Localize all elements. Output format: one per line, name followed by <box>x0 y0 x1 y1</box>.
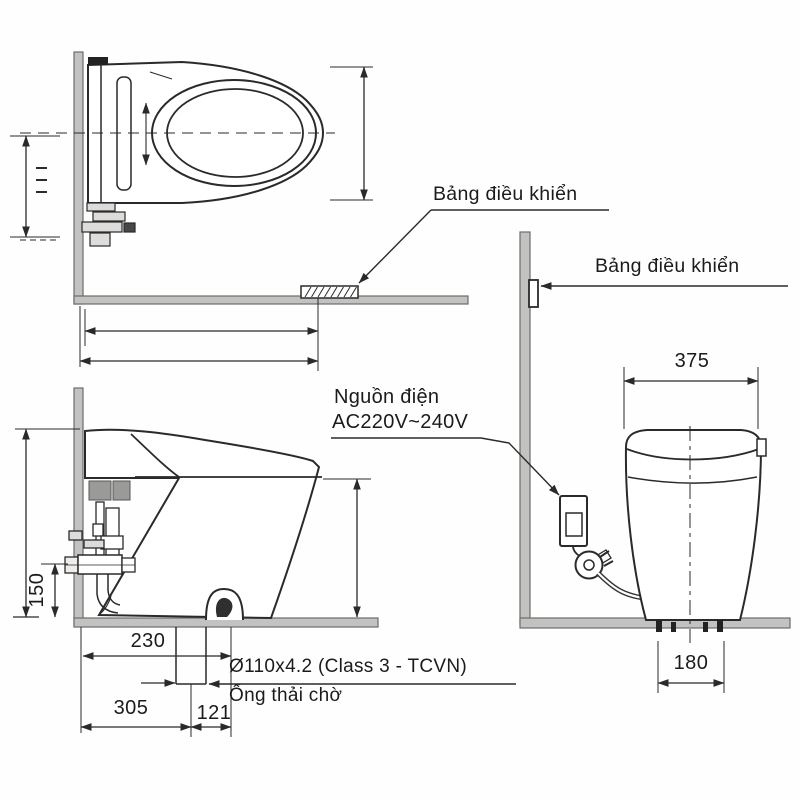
side-supply-plumbing <box>64 501 136 614</box>
front-base-bolts <box>656 620 723 632</box>
plan-view <box>10 51 609 371</box>
power-source-label-line1: Nguồn điện <box>334 386 440 408</box>
plan-label-leader <box>358 209 432 284</box>
front-dim-375 <box>623 367 759 429</box>
plan-back-wall <box>73 295 469 305</box>
side-drain-outlet <box>215 597 233 617</box>
side-toilet-outline <box>84 428 321 620</box>
plan-control-panel <box>300 285 359 299</box>
side-panel-right <box>112 480 131 501</box>
side-lid-front <box>130 433 180 478</box>
power-plug <box>574 549 614 580</box>
front-seam-line <box>627 476 758 484</box>
side-tall-dimension <box>13 428 80 618</box>
dim-305: 305 <box>113 697 149 719</box>
dim-121: 121 <box>196 702 232 724</box>
side-height-dimension <box>323 478 371 618</box>
front-hinge-tab <box>756 438 767 457</box>
side-dim-150 <box>41 563 68 618</box>
dim-230: 230 <box>130 630 166 652</box>
dim-375: 375 <box>674 350 710 372</box>
plan-notch <box>149 71 173 80</box>
plan-wall <box>73 51 84 305</box>
control-panel-label-front: Bảng điều khiển <box>595 255 740 277</box>
front-control-panel <box>528 279 539 308</box>
plan-tank-cap <box>88 57 108 65</box>
side-wall <box>73 387 84 627</box>
front-toilet-outline <box>624 429 763 621</box>
front-view <box>331 231 791 693</box>
control-panel-label-plan: Bảng điều khiển <box>433 183 578 205</box>
plan-inlet-fittings <box>81 202 136 247</box>
power-label-leader <box>480 437 560 496</box>
plan-right-dimension <box>330 66 373 201</box>
power-socket <box>559 495 588 559</box>
side-panel-left <box>88 480 112 501</box>
drain-pipe-spec-label: Ø110x4.2 (Class 3 - TCVN) <box>229 656 468 677</box>
front-lid-curve <box>626 448 760 461</box>
drain-pipe-name-label: Ống thải chờ <box>229 685 343 706</box>
dim-150: 150 <box>26 572 48 608</box>
side-view <box>13 387 516 737</box>
power-source-label-line2: AC220V~240V <box>332 411 469 433</box>
front-dim-180 <box>657 641 725 693</box>
plan-left-dimension <box>10 135 60 238</box>
dim-180: 180 <box>673 652 709 674</box>
